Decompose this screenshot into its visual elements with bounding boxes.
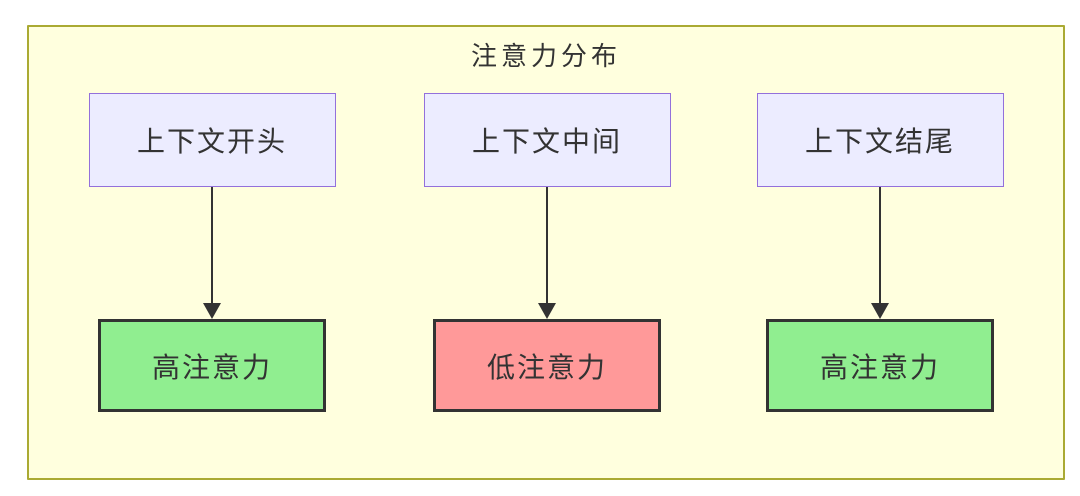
node-context-beginning: 上下文开头	[88, 93, 336, 187]
down-arrow	[203, 187, 221, 319]
node-high-attention-2: 高注意力	[766, 319, 994, 412]
node-high-attention-1: 高注意力	[98, 319, 326, 412]
flow-column-middle: 上下文中间 低注意力	[422, 93, 672, 412]
node-low-attention: 低注意力	[433, 319, 661, 412]
flowchart-container: 注意力分布 上下文开头 高注意力 上下文中间 低注意力 上下文结尾	[27, 25, 1065, 480]
down-arrow	[538, 187, 556, 319]
node-context-middle: 上下文中间	[423, 93, 671, 187]
flow-column-end: 上下文结尾 高注意力	[755, 93, 1005, 412]
flow-column-beginning: 上下文开头 高注意力	[87, 93, 337, 412]
node-context-end: 上下文结尾	[756, 93, 1004, 187]
down-arrow	[871, 187, 889, 319]
diagram-title: 注意力分布	[470, 41, 621, 71]
